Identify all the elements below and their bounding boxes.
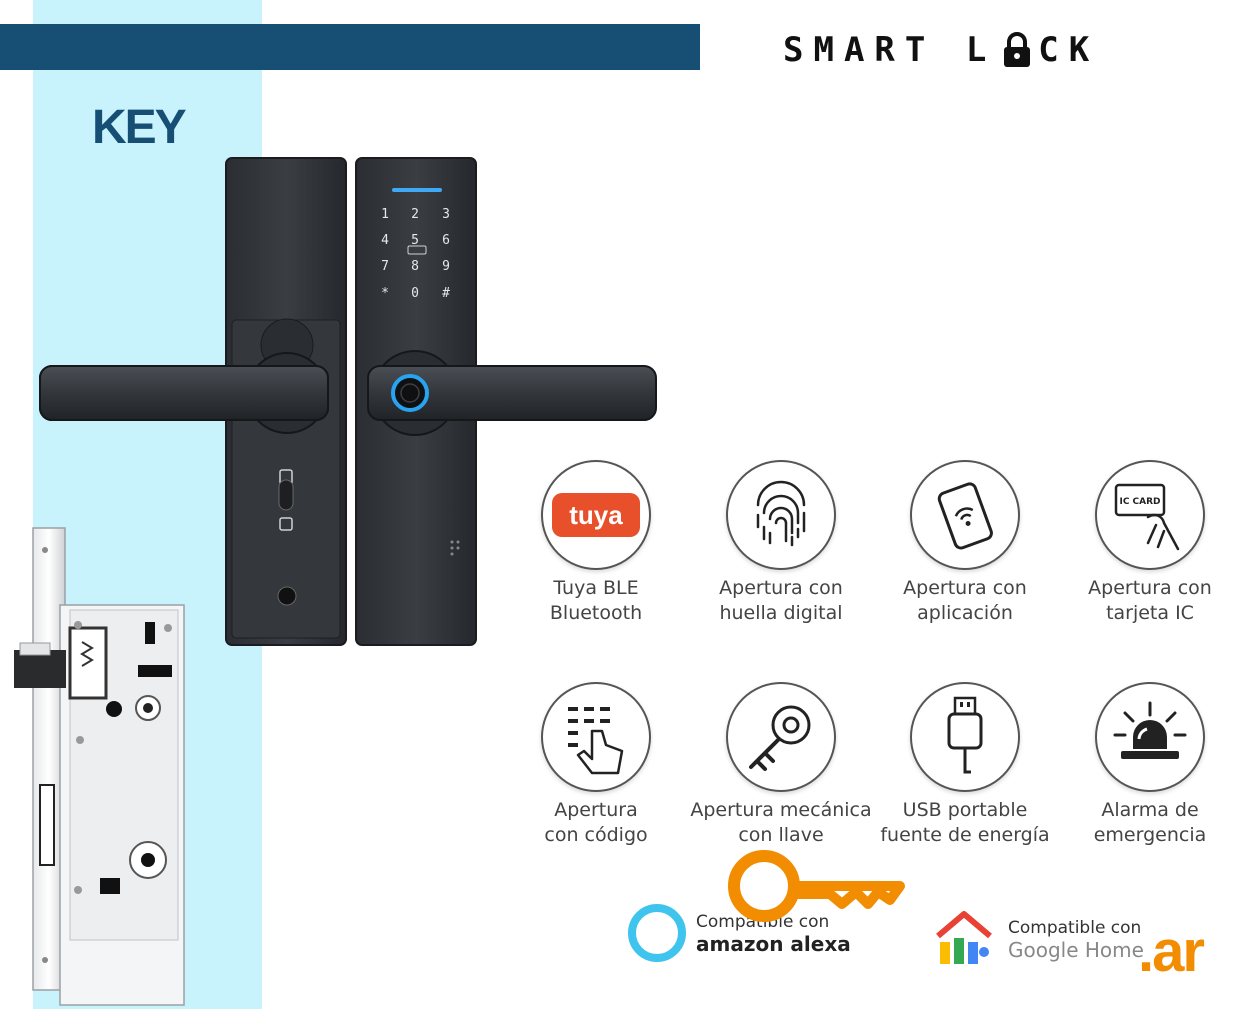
svg-text:IC CARD: IC CARD <box>1119 497 1160 507</box>
feature-item: IC CARD Apertura con tarjeta IC <box>1055 460 1239 626</box>
keypad-key: 5 <box>411 233 419 248</box>
phone-nfc-icon <box>910 460 1020 570</box>
google-brand-text: Google Home <box>1008 938 1144 962</box>
fingerprint-sensor <box>391 374 429 412</box>
feature-label: Alarma de emergencia <box>1093 799 1207 846</box>
google-home-icon <box>936 911 992 964</box>
feature-label: Apertura con huella digital <box>719 577 843 624</box>
header-bar <box>0 24 700 70</box>
keypad-key: * <box>381 286 389 301</box>
feature-item: Apertura con aplicación <box>870 460 1060 626</box>
watermark-domain-suffix: .ar <box>1138 919 1205 984</box>
feature-label: Apertura con código <box>544 799 648 846</box>
alexa-compatible-text: Compatible con <box>696 912 830 932</box>
feature-item: Apertura con huella digital <box>686 460 876 626</box>
feature-label: USB portable fuente de energía <box>880 799 1050 846</box>
feature-item: Apertura mecánica con llave <box>686 682 876 848</box>
feature-label: Apertura con tarjeta IC <box>1088 577 1212 624</box>
tuya-logo-text: tuya <box>552 493 640 537</box>
fingerprint-icon <box>726 460 836 570</box>
key-label: KEY <box>92 101 187 154</box>
brand-logo: SMART L CK <box>783 30 1099 70</box>
usb-cable-icon <box>910 682 1020 792</box>
key-icon <box>726 682 836 792</box>
smart-lock-illustration: 1 2 3 4 5 6 7 8 9 * 0 # <box>14 157 657 1006</box>
keypad-touch-icon <box>541 682 651 792</box>
front-handle <box>367 365 657 421</box>
google-compatible-text: Compatible con <box>1008 918 1142 938</box>
watermark-key-icon <box>728 850 905 922</box>
feature-label: Apertura mecánica con llave <box>690 799 872 846</box>
ic-card-hand-icon: IC CARD <box>1095 460 1205 570</box>
google-compatibility: Compatible con Google Home <box>1008 918 1144 962</box>
brand-text-left: SMART L <box>783 30 997 70</box>
keypad-key: 1 <box>381 207 389 222</box>
feature-item: Alarma de emergencia <box>1055 682 1239 848</box>
brand-text-right: CK <box>1038 30 1100 70</box>
keypad-key: 3 <box>442 207 450 222</box>
keypad-key: 6 <box>442 233 450 248</box>
tuya-logo-icon: tuya <box>541 460 651 570</box>
alexa-icon <box>628 904 686 962</box>
feature-item: USB portable fuente de energía <box>870 682 1060 848</box>
keypad-key: 0 <box>411 286 419 301</box>
feature-item: Apertura con código <box>501 682 691 848</box>
feature-label: Apertura con aplicación <box>903 577 1027 624</box>
keypad-key: 9 <box>442 259 450 274</box>
keypad-key: 8 <box>411 259 419 274</box>
keypad-key: 4 <box>381 233 389 248</box>
mortise-lock-body <box>14 527 185 1006</box>
keypad-key: # <box>442 286 450 301</box>
alexa-compatibility: Compatible con amazon alexa <box>696 912 851 956</box>
siren-alarm-icon <box>1095 682 1205 792</box>
padlock-icon <box>1004 32 1031 67</box>
keypad: 1 2 3 4 5 6 7 8 9 * 0 # <box>381 207 450 301</box>
feature-label: Tuya BLE Bluetooth <box>549 577 643 624</box>
keypad-key: 2 <box>411 207 419 222</box>
alexa-brand-text: amazon alexa <box>696 932 851 956</box>
card-reader-icon <box>407 245 427 255</box>
keypad-key: 7 <box>381 259 389 274</box>
